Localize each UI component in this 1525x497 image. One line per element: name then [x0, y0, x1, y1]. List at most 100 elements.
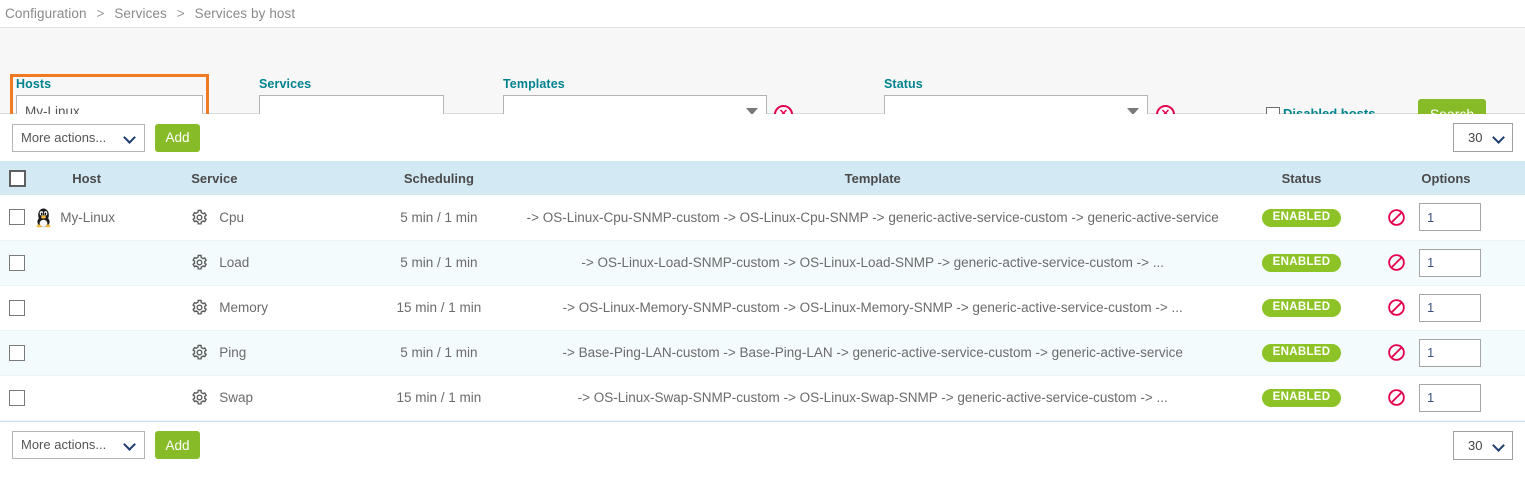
select-all-header — [0, 161, 35, 195]
status-badge: ENABLED — [1261, 343, 1342, 363]
filter-services-label: Services — [259, 77, 312, 91]
table-row: Ping 5 min / 1 min -> Base-Ping-LAN-cust… — [0, 330, 1525, 376]
row-option-input[interactable] — [1418, 203, 1481, 232]
column-header-host[interactable]: Host — [34, 161, 188, 195]
column-header-service[interactable]: Service — [187, 161, 369, 195]
row-template: -> OS-Linux-Swap-SNMP-custom -> OS-Linux… — [509, 375, 1237, 421]
row-service-label[interactable]: Load — [219, 255, 250, 270]
row-checkbox[interactable] — [9, 254, 26, 271]
row-option-input[interactable] — [1418, 383, 1481, 412]
more-actions-label-bottom: More actions... — [21, 437, 107, 452]
row-host-cell — [34, 330, 188, 376]
row-checkbox[interactable] — [9, 389, 26, 406]
breadcrumb-separator: > — [176, 6, 185, 21]
gear-icon — [191, 389, 208, 406]
row-scheduling: 15 min / 1 min — [368, 375, 510, 421]
row-scheduling: 15 min / 1 min — [368, 285, 510, 331]
row-status-cell: ENABLED — [1236, 240, 1367, 286]
row-host-cell: My-Linux — [34, 195, 188, 241]
toolbar-bottom: More actions... Add 30 — [0, 421, 1525, 469]
row-scheduling: 5 min / 1 min — [368, 330, 510, 376]
add-button-bottom[interactable]: Add — [155, 431, 200, 459]
row-status-cell: ENABLED — [1236, 285, 1367, 331]
row-status-cell: ENABLED — [1236, 375, 1367, 421]
services-table: Host Service Scheduling Template Status … — [0, 161, 1525, 421]
row-select-cell — [0, 285, 35, 331]
row-host-cell — [34, 285, 188, 331]
row-template: -> OS-Linux-Cpu-SNMP-custom -> OS-Linux-… — [509, 195, 1237, 241]
row-select-cell — [0, 240, 35, 286]
status-badge: ENABLED — [1261, 298, 1342, 318]
table-body: My-Linux Cpu 5 min / 1 min -> OS-Linux-C… — [0, 195, 1525, 421]
row-status-cell: ENABLED — [1236, 195, 1367, 241]
row-host-label[interactable]: My-Linux — [60, 209, 115, 225]
column-header-status[interactable]: Status — [1236, 161, 1367, 195]
row-service-cell: Memory — [187, 285, 369, 331]
row-option-input[interactable] — [1418, 338, 1481, 367]
row-options-cell — [1366, 375, 1525, 421]
row-template: -> OS-Linux-Memory-SNMP-custom -> OS-Lin… — [509, 285, 1237, 331]
row-service-label[interactable]: Cpu — [219, 209, 244, 225]
row-options-cell — [1366, 285, 1525, 331]
chevron-down-icon — [123, 130, 136, 144]
table-row: Swap 15 min / 1 min -> OS-Linux-Swap-SNM… — [0, 375, 1525, 421]
row-select-cell — [0, 195, 35, 241]
column-header-options: Options — [1366, 161, 1525, 195]
filter-status-label: Status — [884, 77, 923, 91]
filter-hosts-label: Hosts — [16, 77, 52, 91]
disable-circle-icon[interactable] — [1387, 343, 1406, 362]
breadcrumb-item-services-by-host: Services by host — [194, 6, 296, 21]
filter-templates-label: Templates — [503, 77, 565, 91]
row-checkbox[interactable] — [9, 344, 26, 361]
breadcrumb-bar: Configuration > Services > Services by h… — [0, 0, 1525, 28]
row-service-cell: Cpu — [187, 195, 369, 241]
row-option-input[interactable] — [1418, 248, 1481, 277]
chevron-down-icon — [1492, 131, 1505, 144]
linux-tux-icon — [34, 207, 53, 228]
row-checkbox[interactable] — [9, 209, 26, 226]
toolbar-top: More actions... Add 30 — [0, 114, 1525, 161]
breadcrumb: Configuration > Services > Services by h… — [5, 6, 295, 21]
more-actions-select-top[interactable]: More actions... — [12, 123, 145, 152]
page-size-select-top[interactable]: 30 — [1453, 123, 1513, 152]
column-header-template[interactable]: Template — [509, 161, 1237, 195]
column-header-scheduling[interactable]: Scheduling — [368, 161, 510, 195]
more-actions-label-top: More actions... — [21, 129, 107, 145]
more-actions-select-bottom[interactable]: More actions... — [12, 431, 145, 459]
row-service-label[interactable]: Memory — [219, 300, 268, 315]
row-service-cell: Ping — [187, 330, 369, 376]
table-row: Memory 15 min / 1 min -> OS-Linux-Memory… — [0, 285, 1525, 331]
table-head: Host Service Scheduling Template Status … — [0, 161, 1525, 195]
row-scheduling: 5 min / 1 min — [368, 195, 510, 241]
breadcrumb-item-services[interactable]: Services — [114, 6, 167, 21]
services-table-wrap: Host Service Scheduling Template Status … — [0, 161, 1525, 422]
breadcrumb-separator: > — [96, 6, 105, 21]
breadcrumb-item-configuration[interactable]: Configuration — [5, 6, 87, 21]
disable-circle-icon[interactable] — [1387, 208, 1406, 227]
row-select-cell — [0, 375, 35, 421]
row-options-cell — [1366, 240, 1525, 286]
table-row: Load 5 min / 1 min -> OS-Linux-Load-SNMP… — [0, 240, 1525, 286]
row-select-cell — [0, 330, 35, 376]
add-button-top[interactable]: Add — [155, 123, 200, 152]
row-scheduling: 5 min / 1 min — [368, 240, 510, 286]
row-options-cell — [1366, 195, 1525, 241]
row-template: -> Base-Ping-LAN-custom -> Base-Ping-LAN… — [509, 330, 1237, 376]
table-header-row: Host Service Scheduling Template Status … — [0, 161, 1525, 195]
row-checkbox[interactable] — [9, 299, 26, 316]
gear-icon — [191, 299, 208, 316]
row-service-label[interactable]: Ping — [219, 345, 247, 360]
gear-icon — [191, 254, 208, 271]
select-all-checkbox[interactable] — [8, 169, 26, 187]
row-service-cell: Swap — [187, 375, 369, 421]
row-service-label[interactable]: Swap — [219, 390, 253, 405]
row-option-input[interactable] — [1418, 293, 1481, 322]
gear-icon — [191, 344, 208, 361]
status-badge: ENABLED — [1261, 253, 1342, 273]
page-size-value-bottom: 30 — [1468, 437, 1483, 453]
page-size-select-bottom[interactable]: 30 — [1453, 430, 1513, 460]
disable-circle-icon[interactable] — [1387, 298, 1406, 317]
row-status-cell: ENABLED — [1236, 330, 1367, 376]
disable-circle-icon[interactable] — [1387, 388, 1406, 407]
disable-circle-icon[interactable] — [1387, 253, 1406, 272]
